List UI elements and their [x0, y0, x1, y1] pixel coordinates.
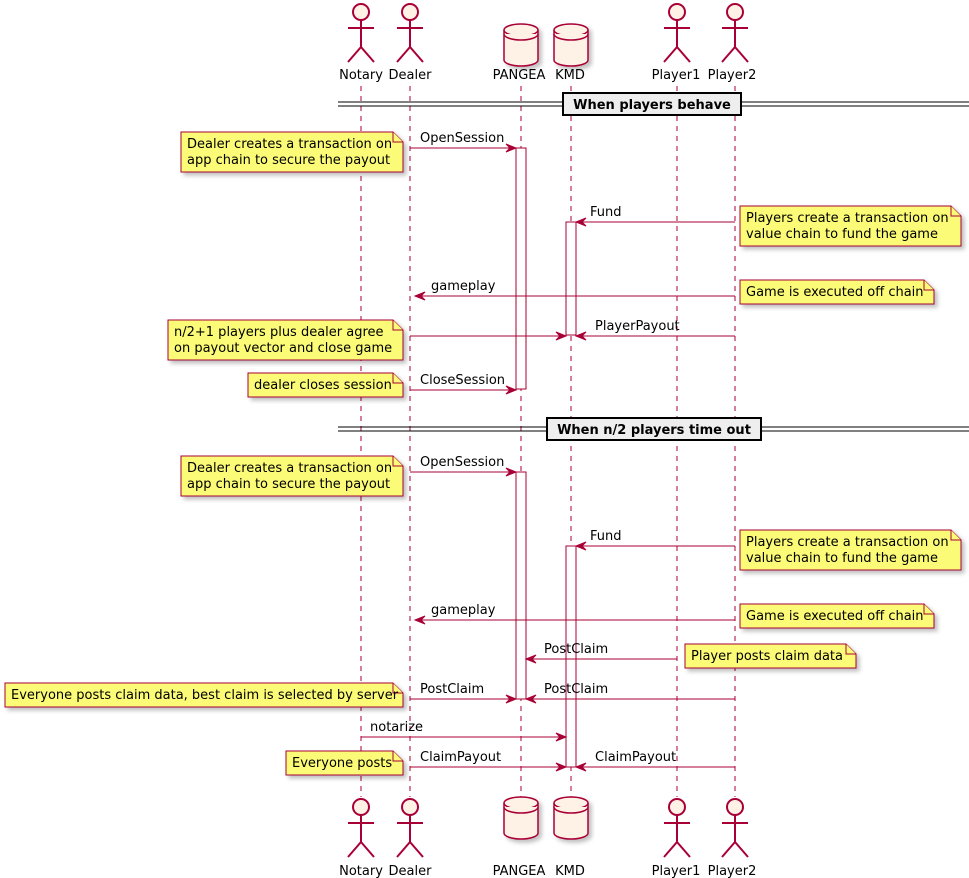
message-arrow: PostClaim — [524, 642, 677, 664]
note-text: Everyone posts claim data, best claim is… — [11, 688, 399, 703]
activation-bar-kmd — [565, 221, 577, 336]
note-text: Dealer creates a transaction on — [187, 137, 392, 152]
message-arrow: CloseSession — [410, 373, 518, 395]
activation-bar-pangea — [515, 471, 527, 700]
section-label: When n/2 players time out — [557, 423, 751, 438]
message-arrow: PostClaim — [524, 682, 735, 704]
note-text: Game is executed off chain — [746, 285, 924, 300]
message-arrow: gameplay — [413, 603, 735, 625]
database-icon-kmd-top — [553, 23, 589, 67]
message-label: CloseSession — [420, 373, 505, 388]
note-text: n/2+1 players plus dealer agree — [174, 325, 384, 340]
note-text: value chain to fund the game — [746, 227, 938, 242]
message-arrow: gameplay — [413, 279, 735, 301]
note-text: Dealer creates a transaction on — [187, 461, 392, 476]
message-arrow — [410, 331, 568, 341]
note-text: on payout vector and close game — [174, 341, 392, 356]
participant-label-pangea-bottom: PANGEA — [493, 864, 546, 878]
database-icon-pangea-top — [503, 23, 539, 67]
message-label: OpenSession — [420, 131, 504, 146]
note: Game is executed off chain — [739, 279, 935, 305]
participant-label-notary-top: Notary — [339, 68, 383, 83]
participant-label-notary-bottom: Notary — [339, 864, 383, 878]
section-separator: When players behave — [338, 92, 969, 116]
actor-icon-player1-bottom — [663, 798, 691, 858]
participant-label-dealer-top: Dealer — [389, 68, 433, 83]
message-arrow: notarize — [361, 720, 568, 742]
actor-icon-notary-top — [347, 3, 375, 63]
message-label: PlayerPayout — [595, 319, 680, 334]
note: Everyone posts claim data, best claim is… — [4, 682, 404, 708]
note: Player posts claim data — [684, 643, 857, 669]
note: Game is executed off chain — [739, 603, 935, 629]
participant-label-kmd-bottom: KMD — [555, 864, 585, 878]
activation-bar-pangea — [515, 147, 527, 390]
note-text: Players create a transaction on — [746, 211, 949, 226]
message-arrow: Fund — [574, 205, 735, 227]
note-text: app chain to secure the payout — [187, 477, 390, 492]
message-arrow: Fund — [574, 529, 735, 551]
message-label: ClaimPayout — [595, 750, 676, 765]
participant-label-pangea-top: PANGEA — [493, 68, 546, 83]
participant-label-player1-top: Player1 — [652, 68, 701, 83]
actor-icon-player2-top — [721, 3, 749, 63]
actor-icon-player1-top — [663, 3, 691, 63]
message-arrow: ClaimPayout — [574, 750, 735, 772]
note-text: app chain to secure the payout — [187, 153, 390, 168]
database-icon-kmd-bottom — [553, 796, 589, 840]
message-arrow: PlayerPayout — [574, 319, 735, 341]
note-text: Game is executed off chain — [746, 609, 924, 624]
message-arrow: OpenSession — [410, 131, 518, 153]
section-separator: When n/2 players time out — [338, 417, 969, 441]
message-label: PostClaim — [544, 642, 608, 657]
actor-icon-dealer-bottom — [396, 798, 424, 858]
message-label: OpenSession — [420, 455, 504, 470]
note-text: Everyone posts — [292, 756, 392, 771]
note-text: dealer closes session — [254, 378, 392, 393]
section-label: When players behave — [573, 98, 731, 113]
message-label: notarize — [370, 720, 423, 735]
actor-icon-dealer-top — [396, 3, 424, 63]
note: dealer closes session — [247, 372, 404, 398]
actor-icon-player2-bottom — [721, 798, 749, 858]
message-arrow: OpenSession — [410, 455, 518, 477]
message-label: Fund — [590, 205, 622, 220]
note-text: value chain to fund the game — [746, 551, 938, 566]
database-icon-pangea-bottom — [503, 796, 539, 840]
participant-label-player2-top: Player2 — [708, 68, 757, 83]
activation-bar-kmd — [565, 545, 577, 768]
note: Everyone posts — [285, 750, 404, 776]
message-label: PostClaim — [544, 682, 608, 697]
message-label: PostClaim — [420, 682, 484, 697]
participant-label-kmd-top: KMD — [555, 68, 585, 83]
message-arrow: PostClaim — [410, 682, 518, 704]
message-label: Fund — [590, 529, 622, 544]
message-arrow: ClaimPayout — [410, 750, 568, 772]
participant-label-player1-bottom: Player1 — [652, 864, 701, 878]
participant-label-player2-bottom: Player2 — [708, 864, 757, 878]
actor-icon-notary-bottom — [347, 798, 375, 858]
message-label: ClaimPayout — [420, 750, 501, 765]
message-label: gameplay — [431, 279, 496, 294]
note-text: Player posts claim data — [691, 649, 843, 664]
participant-label-dealer-bottom: Dealer — [389, 864, 433, 878]
note-text: Players create a transaction on — [746, 535, 949, 550]
message-label: gameplay — [431, 603, 496, 618]
